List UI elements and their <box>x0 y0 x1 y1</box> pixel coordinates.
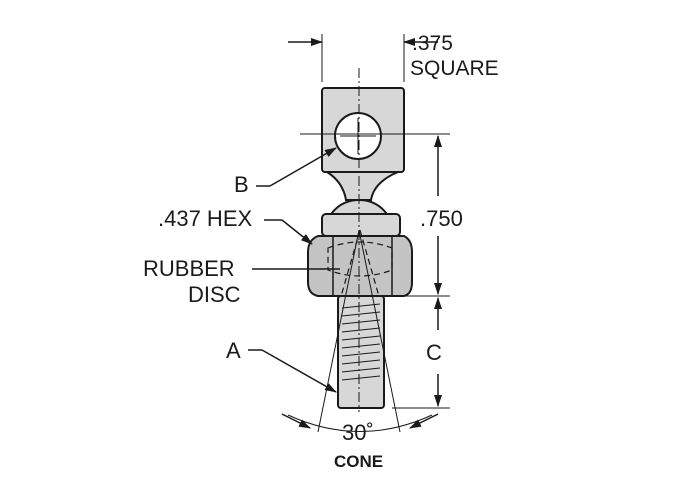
height-label: .750 <box>420 206 463 231</box>
square-head <box>321 87 405 173</box>
cone-angle: 30˚ CONE <box>281 229 439 471</box>
rubber-label: RUBBER <box>143 256 235 281</box>
square-size-label: .375 <box>412 32 453 55</box>
threaded-shank <box>337 295 385 409</box>
c-dimension: C <box>392 297 450 409</box>
label-b: B <box>234 172 249 197</box>
cone-label: CONE <box>334 452 383 471</box>
neck <box>323 171 399 201</box>
label-a: A <box>226 338 241 363</box>
angle-label: 30˚ <box>342 420 374 445</box>
square-dimension: .375 SQUARE <box>288 32 499 82</box>
disc-label: DISC <box>188 282 241 307</box>
height-dimension: .750 <box>300 133 463 297</box>
rubber-disc <box>327 241 393 277</box>
square-word-label: SQUARE <box>410 57 499 80</box>
hex-nut <box>307 213 413 297</box>
label-c: C <box>426 340 442 365</box>
hex-label: .437 HEX <box>158 206 252 231</box>
